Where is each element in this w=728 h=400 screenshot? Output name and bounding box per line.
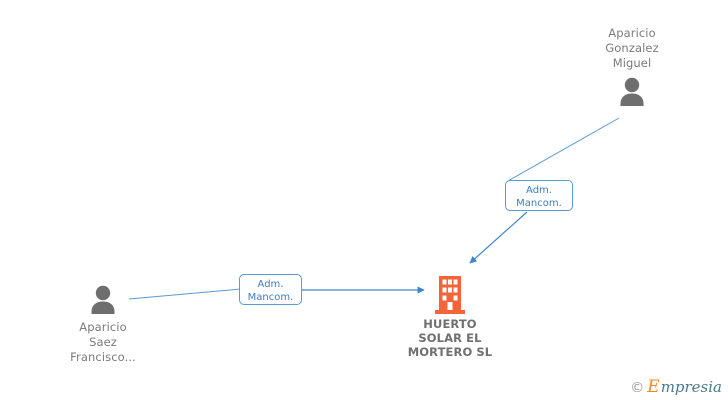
- copyright-icon: ©: [630, 379, 645, 396]
- edge-line-bottom-left-left: [128, 288, 242, 300]
- person-icon: [620, 77, 644, 106]
- person-icon: [91, 285, 115, 314]
- edge-line-top-right-lower: [469, 211, 528, 264]
- edge-label-top-right[interactable]: Adm. Mancom.: [505, 180, 573, 211]
- node-person-top-right[interactable]: Aparicio Gonzalez Miguel: [562, 26, 702, 109]
- empresia-watermark: © E mpresia: [630, 379, 722, 396]
- edge-label-bottom-left[interactable]: Adm. Mancom.: [239, 274, 302, 305]
- brand-initial: E: [647, 377, 660, 397]
- edge-line-top-right-upper: [507, 117, 620, 182]
- node-person-bottom-left[interactable]: Aparicio Saez Francisco...: [33, 283, 173, 365]
- person-name-bottom-left: Aparicio Saez Francisco...: [70, 320, 136, 364]
- company-name: HUERTO SOLAR EL MORTERO SL: [407, 317, 493, 359]
- brand-name: mpresia: [660, 378, 722, 396]
- node-company-center[interactable]: HUERTO SOLAR EL MORTERO SL: [375, 276, 525, 359]
- person-name-top-right: Aparicio Gonzalez Miguel: [605, 26, 659, 70]
- building-icon: [435, 276, 465, 314]
